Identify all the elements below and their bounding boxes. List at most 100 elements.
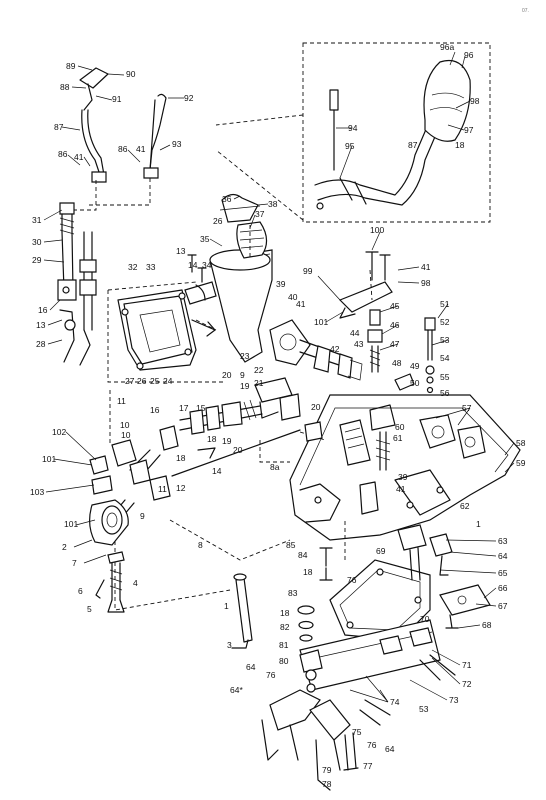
label-82: 82: [280, 622, 290, 632]
label-1b: 1: [476, 519, 481, 529]
callout-labels: 89 90 88 91 92 87 86 41 86 41 93 96a 96 …: [30, 42, 526, 789]
label-80: 80: [279, 656, 289, 666]
label-17: 17: [179, 403, 189, 413]
label-37: 37: [255, 209, 265, 219]
label-71: 71: [462, 660, 472, 670]
label-74: 74: [390, 697, 400, 707]
label-78: 78: [322, 779, 332, 789]
label-36: 36: [222, 194, 232, 204]
label-96: 96: [464, 50, 474, 60]
label-16a: 16: [38, 305, 48, 315]
detent-parts: [367, 309, 436, 394]
label-58: 58: [516, 438, 526, 448]
label-89: 89: [66, 61, 76, 71]
label-53b: 53: [419, 704, 429, 714]
label-86a: 86: [58, 149, 68, 159]
label-13b: 13: [176, 246, 186, 256]
label-55: 55: [440, 372, 450, 382]
label-56: 56: [440, 388, 450, 398]
label-10b: 10: [121, 430, 131, 440]
label-39a: 39: [276, 279, 286, 289]
label-30: 30: [32, 237, 42, 247]
label-72: 72: [462, 679, 472, 689]
label-25: 25: [150, 376, 160, 386]
label-102: 102: [52, 427, 66, 437]
label-54: 54: [440, 353, 450, 363]
label-41e: 41: [396, 484, 406, 494]
label-29: 29: [32, 255, 42, 265]
label-103: 103: [30, 487, 44, 497]
label-2: 2: [62, 542, 67, 552]
label-67: 67: [498, 601, 508, 611]
label-98-inset: 98: [470, 96, 480, 106]
label-34: 34: [202, 260, 212, 270]
label-26a: 26: [213, 216, 223, 226]
label-62: 62: [460, 501, 470, 511]
label-86b: 86: [118, 144, 128, 154]
label-48: 48: [392, 358, 402, 368]
label-83: 83: [288, 588, 298, 598]
label-75: 75: [352, 727, 362, 737]
label-68: 68: [482, 620, 492, 630]
label-33: 33: [146, 262, 156, 272]
label-21: 21: [254, 378, 264, 388]
label-64a: 64: [498, 551, 508, 561]
label-41c: 41: [421, 262, 431, 272]
label-41a: 41: [74, 152, 84, 162]
label-23: 23: [240, 351, 250, 361]
label-69: 69: [376, 546, 386, 556]
label-97: 97: [464, 125, 474, 135]
label-92: 92: [184, 93, 194, 103]
label-27: 27: [125, 376, 135, 386]
label-16b: 16: [150, 405, 160, 415]
label-38: 38: [268, 199, 278, 209]
label-64c: 64: [385, 744, 395, 754]
label-45: 45: [390, 301, 400, 311]
label-41b: 41: [136, 144, 146, 154]
control-levers: [60, 67, 167, 211]
tower-housing: [184, 193, 273, 363]
rail-cluster: [109, 377, 326, 611]
label-19a: 19: [240, 381, 250, 391]
main-housing: [289, 394, 521, 541]
label-20c: 20: [311, 402, 321, 412]
label-87: 87: [54, 122, 64, 132]
label-28: 28: [36, 339, 46, 349]
label-59: 59: [516, 458, 526, 468]
label-32: 32: [128, 262, 138, 272]
label-11b: 11: [158, 484, 167, 494]
label-42: 42: [330, 344, 340, 354]
label-76b: 76: [347, 575, 357, 585]
rods-assembly: [57, 202, 97, 366]
label-66: 66: [498, 583, 508, 593]
label-18-inset: 18: [455, 140, 465, 150]
label-5: 5: [87, 604, 92, 614]
lower-left-parts: [89, 455, 253, 649]
label-101c: 101: [64, 519, 78, 529]
label-96a: 96a: [440, 42, 454, 52]
label-47: 47: [390, 339, 400, 349]
label-93: 93: [172, 139, 182, 149]
label-76a: 76: [367, 740, 377, 750]
label-49: 49: [410, 361, 420, 371]
label-9b: 9: [140, 511, 145, 521]
label-39b: 39: [398, 472, 408, 482]
label-98: 98: [421, 278, 431, 288]
label-53a: 53: [440, 335, 450, 345]
label-6: 6: [78, 586, 83, 596]
label-8a: 8a: [270, 462, 280, 472]
label-64-star: 64*: [230, 685, 243, 695]
label-14b: 14: [212, 466, 222, 476]
label-101a: 101: [314, 317, 328, 327]
label-79: 79: [322, 765, 332, 775]
label-85: 85: [286, 540, 296, 550]
label-61: 61: [393, 433, 403, 443]
label-76c: 76: [266, 670, 276, 680]
label-91: 91: [112, 94, 122, 104]
label-24: 24: [163, 376, 173, 386]
label-8: 8: [198, 540, 203, 550]
label-95: 95: [345, 141, 355, 151]
label-70: 70: [420, 614, 430, 624]
label-43: 43: [354, 339, 364, 349]
